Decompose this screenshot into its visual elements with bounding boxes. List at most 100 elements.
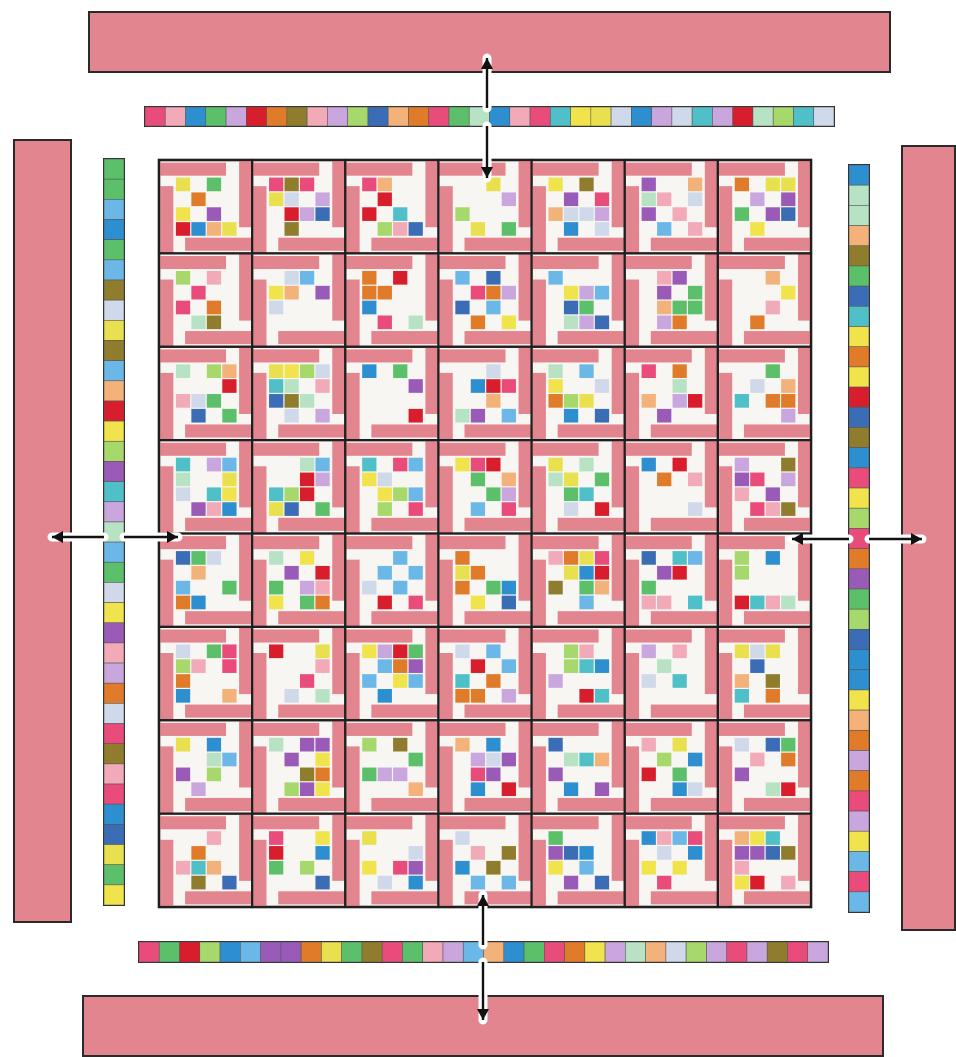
center-square: [688, 659, 702, 673]
center-square: [222, 644, 236, 658]
log-right: [425, 347, 438, 414]
center-square: [781, 487, 795, 501]
center-square: [673, 566, 687, 580]
strip-square: [849, 266, 869, 286]
center-square: [564, 301, 578, 315]
center-square: [393, 861, 407, 875]
center-square: [222, 659, 236, 673]
center-square: [673, 768, 687, 782]
strip-square: [348, 107, 368, 126]
center-square: [362, 689, 376, 703]
log-top: [532, 536, 599, 549]
center-square: [595, 861, 609, 875]
center-square: [378, 316, 392, 330]
center-square: [673, 473, 687, 487]
log-right: [332, 160, 345, 227]
log-right: [519, 253, 532, 320]
log-right: [425, 720, 438, 787]
center-square: [222, 876, 236, 890]
strip-square: [104, 804, 124, 824]
center-square: [222, 487, 236, 501]
center-square: [486, 301, 500, 315]
center-square: [657, 659, 671, 673]
log-top: [159, 443, 226, 456]
center-square: [548, 271, 562, 285]
center-square: [285, 674, 299, 688]
log-bottom: [465, 424, 532, 437]
strip-square: [104, 320, 124, 340]
center-square: [300, 364, 314, 378]
center-square: [595, 659, 609, 673]
log-right: [612, 253, 625, 320]
center-square: [409, 394, 423, 408]
center-square: [688, 831, 702, 845]
strip-square: [104, 603, 124, 623]
log-left: [253, 560, 266, 627]
center-square: [657, 487, 671, 501]
log-top: [345, 163, 412, 176]
center-square: [502, 581, 516, 595]
center-square: [207, 394, 221, 408]
strip-square: [631, 107, 651, 126]
log-right: [612, 814, 625, 881]
center-square: [207, 876, 221, 890]
center-square: [486, 738, 500, 752]
log-left: [440, 560, 453, 627]
log-right: [705, 627, 718, 694]
log-bottom: [278, 611, 345, 624]
strip-square: [849, 246, 869, 266]
log-left: [440, 746, 453, 813]
log-left: [253, 466, 266, 533]
center-square: [735, 581, 749, 595]
center-square: [735, 458, 749, 472]
center-square: [766, 207, 780, 221]
center-square: [176, 178, 190, 192]
center-square: [315, 286, 329, 300]
center-square: [471, 566, 485, 580]
center-square: [750, 502, 764, 516]
log-bottom: [558, 424, 625, 437]
strip-square: [104, 240, 124, 260]
strip-square: [849, 791, 869, 811]
center-square: [548, 192, 562, 206]
log-right: [612, 160, 625, 227]
center-square: [222, 271, 236, 285]
log-right: [239, 720, 252, 787]
log-top: [718, 256, 785, 269]
center-square: [269, 364, 283, 378]
center-square: [191, 738, 205, 752]
center-square: [393, 768, 407, 782]
log-right: [425, 814, 438, 881]
log-bottom: [744, 798, 811, 811]
center-square: [285, 487, 299, 501]
center-square: [564, 674, 578, 688]
strip-square: [849, 226, 869, 246]
center-square: [300, 271, 314, 285]
center-square: [735, 286, 749, 300]
center-square: [579, 596, 593, 610]
center-square: [409, 473, 423, 487]
center-square: [269, 409, 283, 423]
log-bottom: [278, 238, 345, 251]
center-square: [564, 379, 578, 393]
log-top: [252, 163, 319, 176]
center-square: [471, 876, 485, 890]
center-square: [222, 286, 236, 300]
center-square: [502, 286, 516, 300]
center-square: [688, 192, 702, 206]
center-square: [548, 644, 562, 658]
center-square: [315, 316, 329, 330]
center-square: [207, 192, 221, 206]
log-right: [705, 720, 718, 787]
center-square: [300, 178, 314, 192]
center-square: [269, 222, 283, 236]
center-square: [315, 861, 329, 875]
log-right: [705, 440, 718, 507]
log-bottom: [744, 518, 811, 531]
strip-square: [849, 851, 869, 871]
center-square: [300, 689, 314, 703]
center-square: [486, 271, 500, 285]
center-square: [564, 659, 578, 673]
log-right: [239, 160, 252, 227]
center-square: [300, 222, 314, 236]
